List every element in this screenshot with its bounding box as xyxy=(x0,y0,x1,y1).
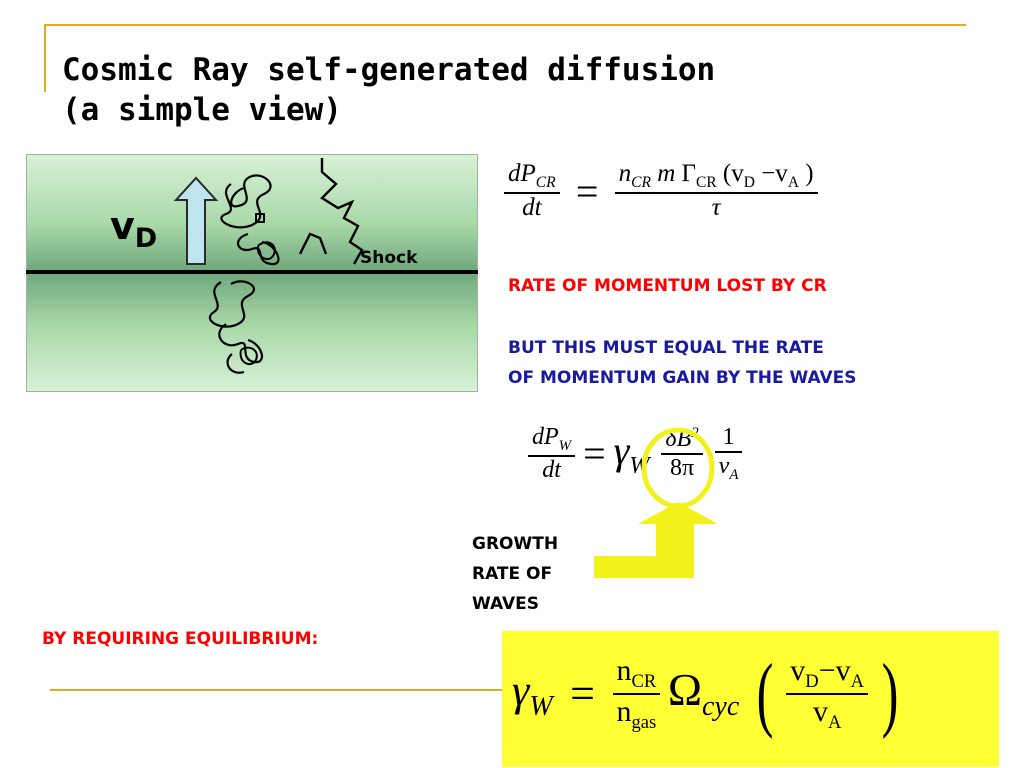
eq1-equals: = xyxy=(575,168,599,214)
equilibrium-text: BY REQUIRING EQUILIBRIUM: xyxy=(42,629,319,649)
eq1-lhs-fraction: dPCR dt xyxy=(504,160,560,222)
eq3-equals: = xyxy=(570,669,595,718)
eq1-rhs-fraction: nCR m ΓCR (vD −vA ) τ xyxy=(614,160,818,222)
title-line-1: Cosmic Ray self-generated diffusion xyxy=(62,52,716,88)
velocity-label: vD xyxy=(110,204,158,254)
velocity-symbol: v xyxy=(110,204,135,248)
growth-line-2: RATE OF xyxy=(472,564,553,584)
eq3-omega-term: Ωcyc xyxy=(668,663,739,723)
gamma-highlight-circle xyxy=(641,427,715,509)
but-text-line-1: BUT THIS MUST EQUAL THE RATE xyxy=(508,338,824,358)
cr-trajectory-upper-icon xyxy=(220,174,280,266)
eq3-omega: Ω xyxy=(667,664,702,716)
left-accent-rule xyxy=(44,24,46,92)
growth-line-3: WAVES xyxy=(472,594,540,614)
eq2-lhs-fraction: dPW dt xyxy=(528,424,576,484)
eq3-pnum-sub1: D xyxy=(805,670,819,692)
zigzag-trajectory-icon xyxy=(298,158,364,265)
eq3-omega-sub: cyc xyxy=(702,691,740,723)
eq3-den-sub: gas xyxy=(631,711,657,733)
eq2-frac2-den-sub: A xyxy=(729,466,739,483)
growth-rate-label: GROWTH RATE OF WAVES xyxy=(472,529,558,619)
eq3-num: n xyxy=(616,653,632,687)
eq2-lhs-num-sub: W xyxy=(558,437,572,454)
eq3-pnum-minus: −v xyxy=(818,653,851,687)
eq3-pden-sub: A xyxy=(827,711,842,733)
eq2-velocity-fraction: 1 vA xyxy=(714,424,743,484)
eq3-open-paren: ( xyxy=(756,647,774,740)
eq1-minus: −v xyxy=(761,160,788,187)
shock-diagram: vD Shock xyxy=(26,154,478,392)
eq1-n: n xyxy=(618,160,632,187)
eq1-vd-sub: D xyxy=(743,174,755,191)
eq1-gamma-sub: CR xyxy=(695,174,717,191)
eq1-open: (v xyxy=(722,160,744,187)
eq2-lhs-num: dP xyxy=(532,424,559,450)
eq1-gamma: Γ xyxy=(681,160,696,187)
eq1-m: m xyxy=(657,160,676,187)
eq1-lhs-num: dP xyxy=(508,160,536,187)
eq1-lhs-num-sub: CR xyxy=(535,174,556,191)
top-accent-rule xyxy=(44,24,966,26)
eq3-pden: v xyxy=(812,694,828,728)
equation-growth-rate-box: γW = nCR ngas Ωcyc ( vD−vA vA ) xyxy=(502,631,999,767)
equation-wave-momentum-gain: dPW dt = γW δB2 8π 1 vA xyxy=(528,424,743,484)
slide-title: Cosmic Ray self-generated diffusion (a s… xyxy=(62,50,715,130)
eq2-equals: = xyxy=(583,431,606,477)
but-text: BUT THIS MUST EQUAL THE RATE OF MOMENTUM… xyxy=(508,333,857,393)
eq3-gamma: γ xyxy=(512,665,530,715)
eq1-rhs-den: τ xyxy=(711,194,721,221)
eq2-lhs-den: dt xyxy=(542,456,561,483)
shock-label: Shock xyxy=(360,248,418,268)
eq3-den: n xyxy=(616,694,632,728)
eq2-frac2-den: v xyxy=(718,453,730,479)
eq1-n-sub: CR xyxy=(631,174,651,191)
eq2-frac1-den: 8π xyxy=(669,455,695,482)
eq1-close: ) xyxy=(805,160,814,187)
velocity-subscript: D xyxy=(134,223,158,254)
eq3-close-paren: ) xyxy=(881,647,898,740)
eq2-gamma: γ xyxy=(613,428,630,474)
rate-lost-text: RATE OF MOMENTUM LOST BY CR xyxy=(508,276,827,296)
but-text-line-2: OF MOMENTUM GAIN BY THE WAVES xyxy=(508,368,857,388)
title-line-2: (a simple view) xyxy=(62,92,342,128)
downstream-region xyxy=(26,272,478,392)
equation-cr-momentum-loss: dPCR dt = nCR m ΓCR (vD −vA ) τ xyxy=(504,160,818,222)
diagram-graphic xyxy=(26,154,478,392)
yellow-arrow-icon xyxy=(594,502,718,578)
eq3-gamma-term: γW xyxy=(512,665,553,723)
eq3-velocity-fraction: vD−vA vA xyxy=(786,653,869,734)
eq1-va-sub: A xyxy=(787,174,800,191)
cr-trajectory-lower-icon xyxy=(208,280,264,374)
eq1-lhs-den: dt xyxy=(522,194,542,221)
velocity-arrow-icon xyxy=(173,176,219,265)
upstream-region xyxy=(26,154,478,272)
eq3-pnum: v xyxy=(790,653,806,687)
eq3-num-sub: CR xyxy=(631,670,657,692)
eq3-content: γW = nCR ngas Ωcyc ( vD−vA vA ) xyxy=(512,645,904,742)
eq3-density-fraction: nCR ngas xyxy=(612,653,661,734)
eq2-frac2-num: 1 xyxy=(714,424,743,453)
growth-line-1: GROWTH xyxy=(472,534,559,554)
eq3-gamma-sub: W xyxy=(529,690,553,722)
growth-rate-callout xyxy=(594,427,718,578)
bottom-accent-rule xyxy=(50,689,508,691)
eq3-pnum-sub2: A xyxy=(850,670,865,692)
